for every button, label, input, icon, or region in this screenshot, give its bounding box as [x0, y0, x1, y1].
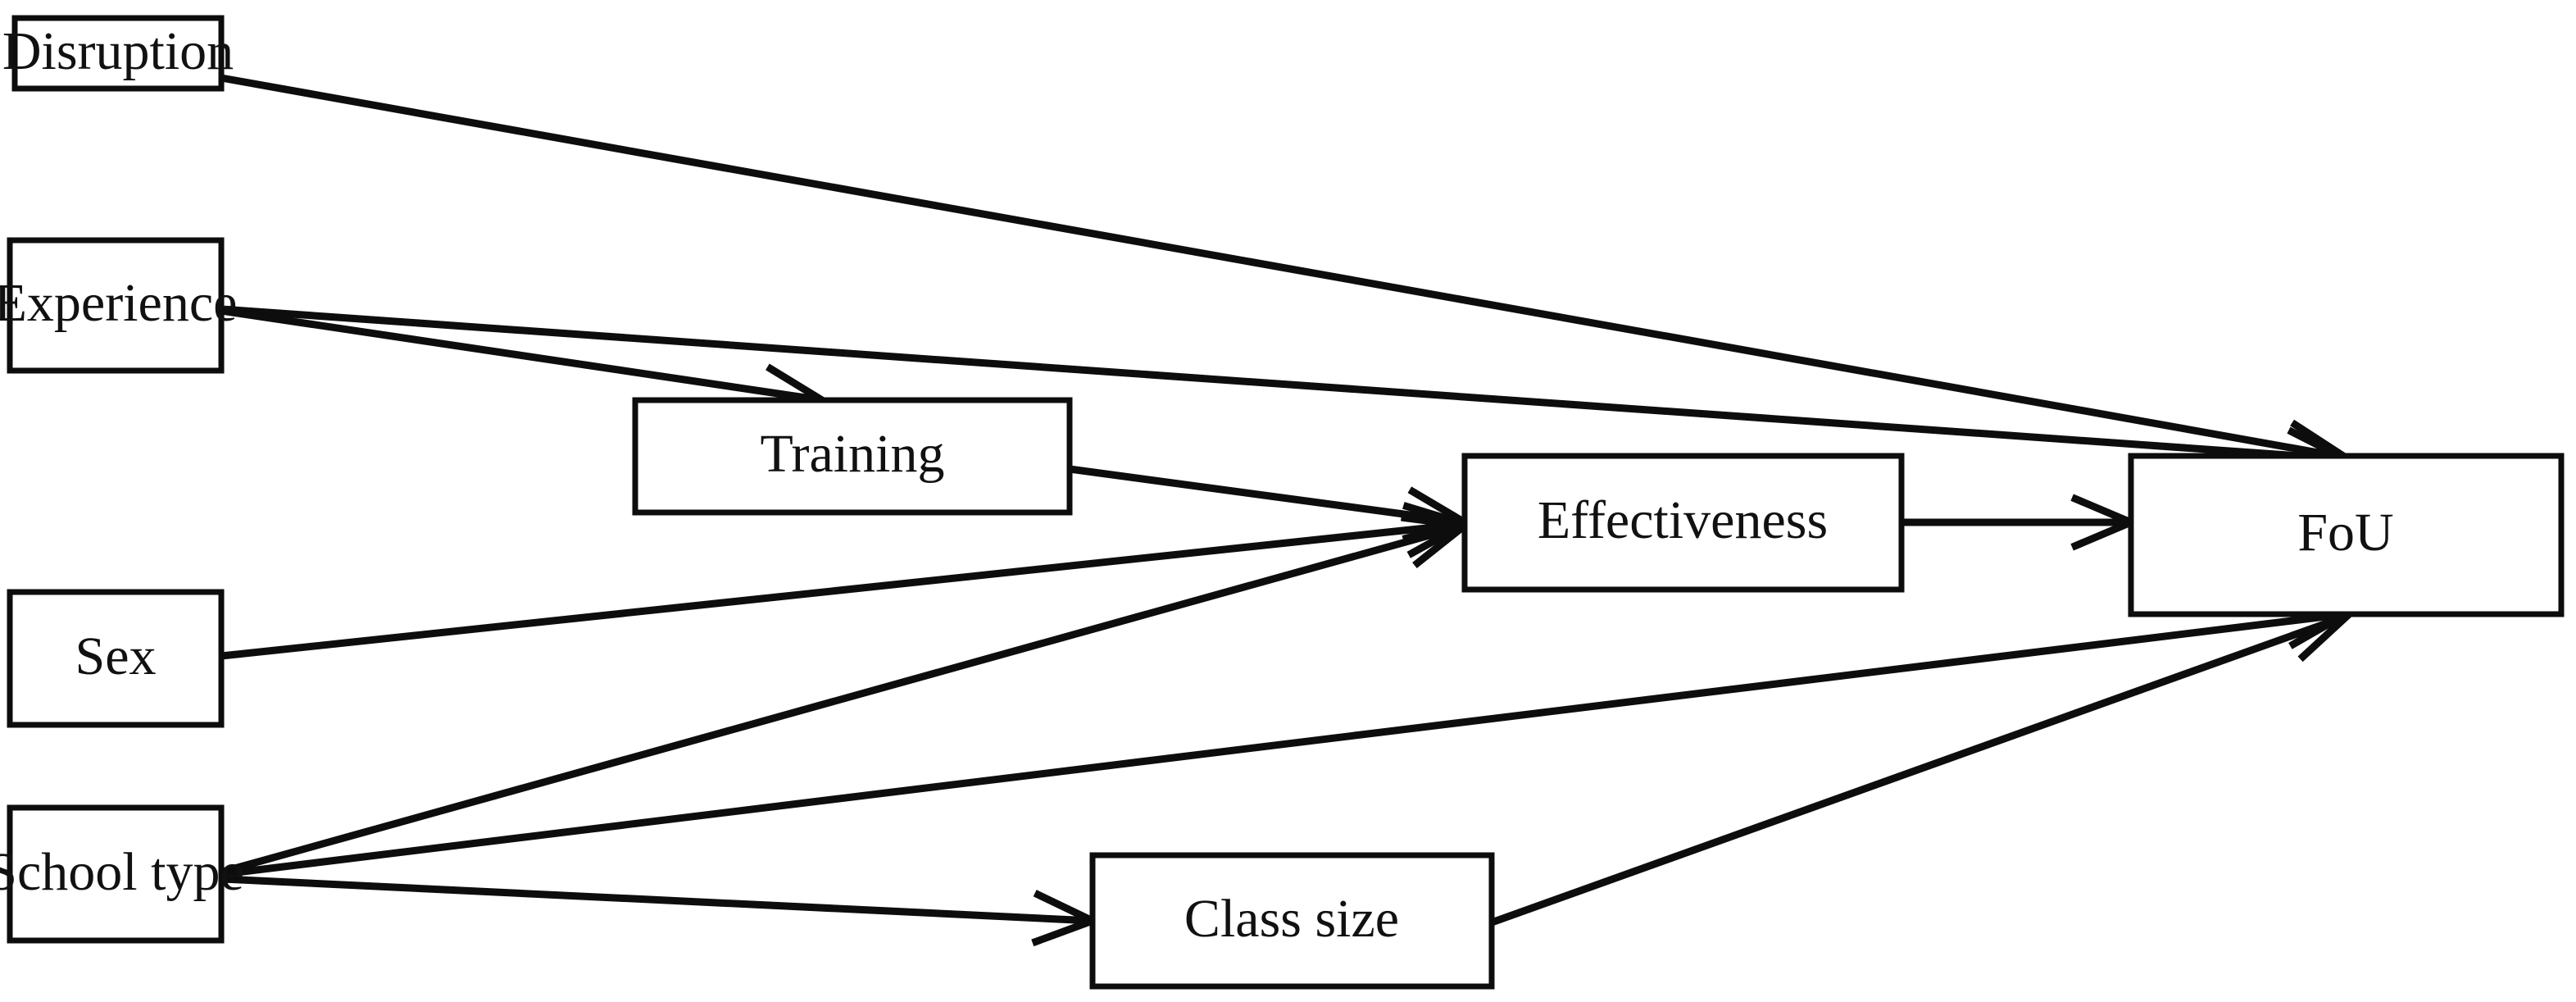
- edge-effectiveness-to-fou: [1901, 494, 2141, 551]
- node-box[interactable]: [7, 804, 225, 944]
- node-class_size[interactable]: Class size: [1089, 852, 1495, 990]
- node-fou[interactable]: FoU: [2128, 453, 2565, 617]
- node-label: FoU: [2297, 503, 2393, 562]
- edge-line: [1490, 612, 2349, 927]
- node-label: Experience: [0, 273, 237, 333]
- edge-disruption-to-fou: [220, 74, 2356, 476]
- edge-line: [220, 305, 2347, 463]
- edge-line: [1069, 465, 1465, 526]
- node-disruption[interactable]: Disruption: [2, 15, 234, 92]
- node-box[interactable]: [7, 237, 225, 374]
- edge-line: [220, 520, 1465, 660]
- node-effectiveness[interactable]: Effectiveness: [1461, 453, 1905, 593]
- edge-line: [220, 74, 2347, 462]
- edge-line: [221, 521, 1466, 876]
- edges-layer: [220, 74, 2356, 947]
- node-label: Training: [761, 424, 945, 484]
- node-experience[interactable]: Experience: [0, 237, 237, 374]
- node-box[interactable]: [2128, 453, 2565, 617]
- edge-school_type-to-effectiveness: [221, 513, 1474, 876]
- edge-line: [222, 875, 1093, 925]
- edge-class_size-to-fou: [1490, 608, 2356, 927]
- node-box[interactable]: [7, 589, 225, 728]
- node-label: Sex: [75, 626, 157, 686]
- node-training[interactable]: Training: [632, 397, 1073, 516]
- edge-school_type-to-class_size: [222, 875, 1102, 947]
- node-sex[interactable]: Sex: [7, 589, 225, 728]
- node-label: School type: [0, 842, 244, 902]
- node-label: Class size: [1184, 889, 1399, 949]
- edge-line: [220, 307, 823, 404]
- node-box[interactable]: [1461, 453, 1905, 593]
- node-box[interactable]: [632, 397, 1073, 516]
- edge-line: [222, 610, 2347, 878]
- node-label: Effectiveness: [1538, 490, 1828, 550]
- node-box[interactable]: [1089, 852, 1495, 990]
- node-box[interactable]: [11, 15, 225, 92]
- node-school_type[interactable]: School type: [0, 804, 244, 944]
- edge-experience-to-fou: [220, 305, 2356, 484]
- node-label: Disruption: [2, 21, 234, 81]
- edge-school_type-to-fou: [222, 593, 2356, 878]
